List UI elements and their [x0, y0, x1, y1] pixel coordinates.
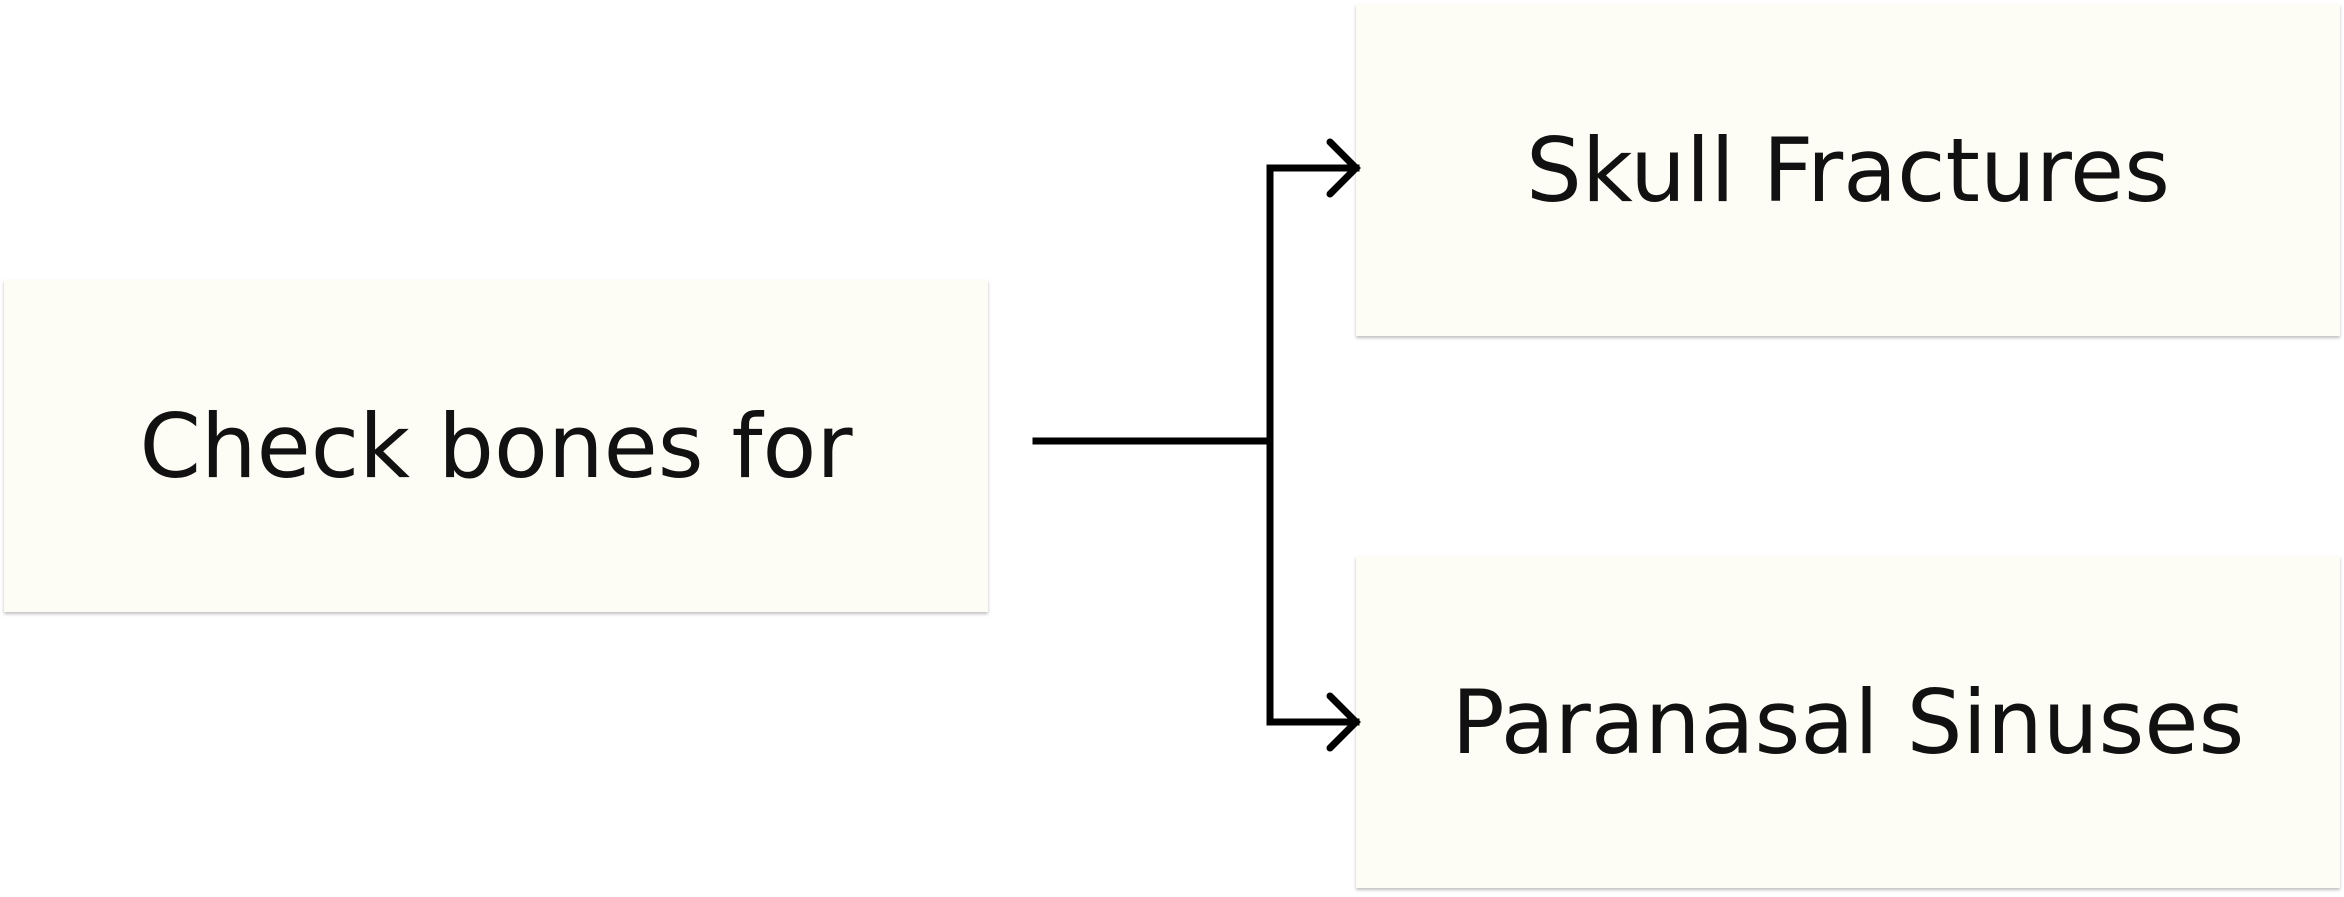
- node-label: Check bones for: [139, 394, 853, 498]
- node-check-bones-for: Check bones for: [4, 280, 988, 612]
- node-skull-fractures: Skull Fractures: [1356, 4, 2340, 336]
- arrowhead-paranasal-sinuses: [1326, 692, 1361, 752]
- node-paranasal-sinuses: Paranasal Sinuses: [1356, 556, 2340, 888]
- arrowhead-skull-fractures: [1326, 138, 1361, 198]
- node-label: Skull Fractures: [1526, 118, 2170, 222]
- node-label: Paranasal Sinuses: [1451, 670, 2245, 774]
